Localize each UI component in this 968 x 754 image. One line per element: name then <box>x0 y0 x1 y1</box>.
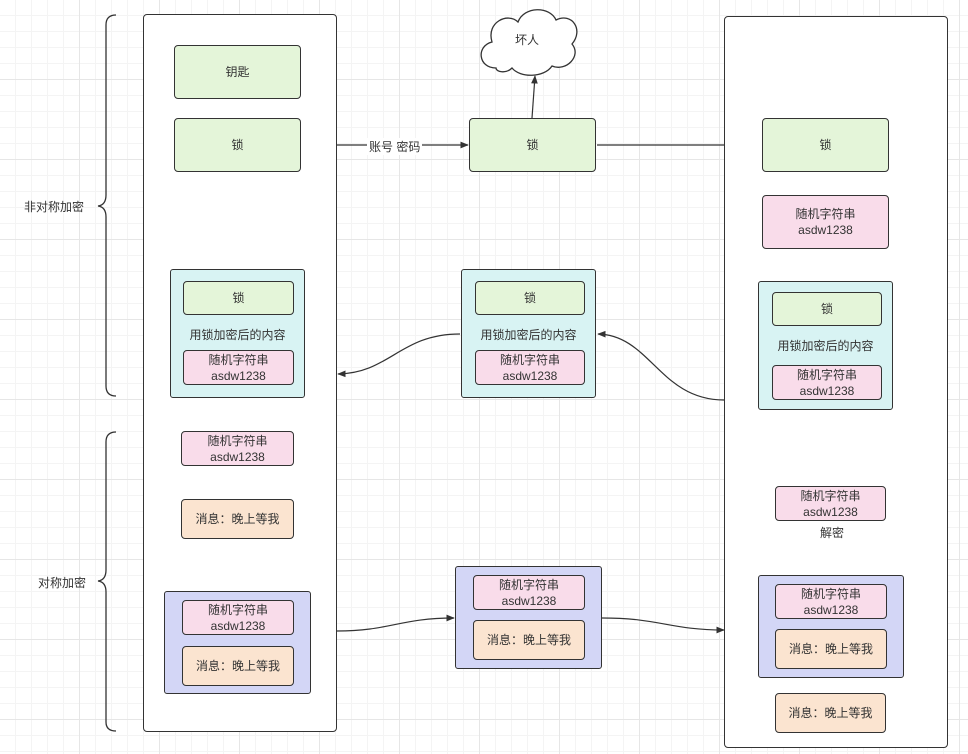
middle-encrypted-random: 随机字符串 asdw1238 <box>475 350 585 385</box>
middle-symmetric-container: 随机字符串 asdw1238 消息：晚上等我 <box>455 566 602 669</box>
right-lock-label: 锁 <box>819 138 832 152</box>
left-random-title: 随机字符串 <box>207 433 268 448</box>
right-random-node: 随机字符串 asdw1238 <box>762 195 889 249</box>
left-sym-message: 消息：晚上等我 <box>182 646 294 686</box>
bracket-asymmetric <box>97 14 117 397</box>
right-plain-random-value: asdw1238 <box>803 504 858 519</box>
label-decrypt: 解密 <box>818 524 847 541</box>
left-lock-node: 锁 <box>174 118 301 172</box>
middle-sym-message: 消息：晚上等我 <box>473 620 585 660</box>
left-encrypted-random: 随机字符串 asdw1238 <box>183 350 294 385</box>
label-account-password: 账号 密码 <box>367 138 423 155</box>
left-random-node: 随机字符串 asdw1238 <box>181 431 294 466</box>
left-sym-random-value: asdw1238 <box>210 618 266 633</box>
right-encrypted-container: 锁 用锁加密后的内容 随机字符串 asdw1238 <box>758 281 893 410</box>
bracket-symmetric <box>97 431 117 732</box>
right-encrypted-lock-label: 锁 <box>820 302 833 316</box>
edge-middle-cyan-to-left-cyan <box>337 333 461 378</box>
middle-lock-label: 锁 <box>526 138 539 152</box>
left-encrypted-lock: 锁 <box>183 281 294 315</box>
edge-middle-lock-to-bad-actor <box>531 75 538 119</box>
middle-encrypted-lock: 锁 <box>475 281 585 315</box>
left-symmetric-container: 随机字符串 asdw1238 消息：晚上等我 <box>164 591 311 694</box>
right-plain-random-node: 随机字符串 asdw1238 <box>775 486 886 521</box>
left-random-value: asdw1238 <box>210 449 265 464</box>
right-lock-node: 锁 <box>762 118 889 172</box>
right-sym-random: 随机字符串 asdw1238 <box>775 584 887 619</box>
left-message-label: 消息：晚上等我 <box>195 512 280 526</box>
left-sym-random-title: 随机字符串 <box>207 602 268 617</box>
right-plain-message-node: 消息：晚上等我 <box>775 693 886 733</box>
right-random-title: 随机字符串 <box>795 207 856 221</box>
label-symmetric: 对称加密 <box>38 576 87 590</box>
right-encrypted-random-value: asdw1238 <box>799 383 855 398</box>
middle-encrypted-caption: 用锁加密后的内容 <box>480 328 577 342</box>
left-message-node: 消息：晚上等我 <box>181 499 294 539</box>
left-encrypted-container: 锁 用锁加密后的内容 随机字符串 asdw1238 <box>170 269 305 398</box>
left-sym-random: 随机字符串 asdw1238 <box>182 600 294 635</box>
middle-encrypted-random-value: asdw1238 <box>502 368 558 383</box>
left-lock-label: 锁 <box>231 138 244 152</box>
middle-sym-random-title: 随机字符串 <box>498 577 559 592</box>
right-sym-message: 消息：晚上等我 <box>775 629 887 669</box>
right-plain-random-title: 随机字符串 <box>800 488 861 503</box>
right-random-value: asdw1238 <box>798 223 853 237</box>
right-sym-random-value: asdw1238 <box>803 602 859 617</box>
right-plain-message-label: 消息：晚上等我 <box>788 706 873 720</box>
right-encrypted-random-title: 随机字符串 <box>796 367 857 382</box>
middle-encrypted-random-title: 随机字符串 <box>499 352 560 367</box>
middle-lock-node: 锁 <box>469 118 596 172</box>
right-sym-message-label: 消息：晚上等我 <box>788 642 873 656</box>
middle-sym-message-label: 消息：晚上等我 <box>486 633 571 647</box>
key-label: 钥匙 <box>225 65 250 79</box>
right-encrypted-lock: 锁 <box>772 292 882 326</box>
edge-middle-purple-to-right <box>601 617 725 634</box>
cloud-shape <box>480 9 578 76</box>
key-node: 钥匙 <box>174 45 301 99</box>
middle-sym-random-value: asdw1238 <box>501 593 557 608</box>
right-symmetric-container: 随机字符串 asdw1238 消息：晚上等我 <box>758 575 904 678</box>
right-encrypted-caption: 用锁加密后的内容 <box>777 339 874 353</box>
middle-encrypted-lock-label: 锁 <box>523 291 536 305</box>
left-encrypted-random-title: 随机字符串 <box>208 352 269 367</box>
left-encrypted-random-value: asdw1238 <box>211 368 266 383</box>
right-encrypted-random: 随机字符串 asdw1238 <box>772 365 882 400</box>
left-encrypted-caption: 用锁加密后的内容 <box>189 328 286 342</box>
label-asymmetric: 非对称加密 <box>24 200 85 214</box>
edge-left-purple-to-middle-purple <box>336 614 455 632</box>
edge-right-cyan-to-middle-cyan <box>597 330 725 401</box>
middle-encrypted-container: 锁 用锁加密后的内容 随机字符串 asdw1238 <box>461 269 596 398</box>
left-encrypted-lock-label: 锁 <box>232 291 245 305</box>
left-sym-message-label: 消息：晚上等我 <box>195 659 280 673</box>
right-sym-random-title: 随机字符串 <box>800 586 861 601</box>
bad-actor-label: 坏人 <box>515 33 540 47</box>
middle-sym-random: 随机字符串 asdw1238 <box>473 575 585 610</box>
